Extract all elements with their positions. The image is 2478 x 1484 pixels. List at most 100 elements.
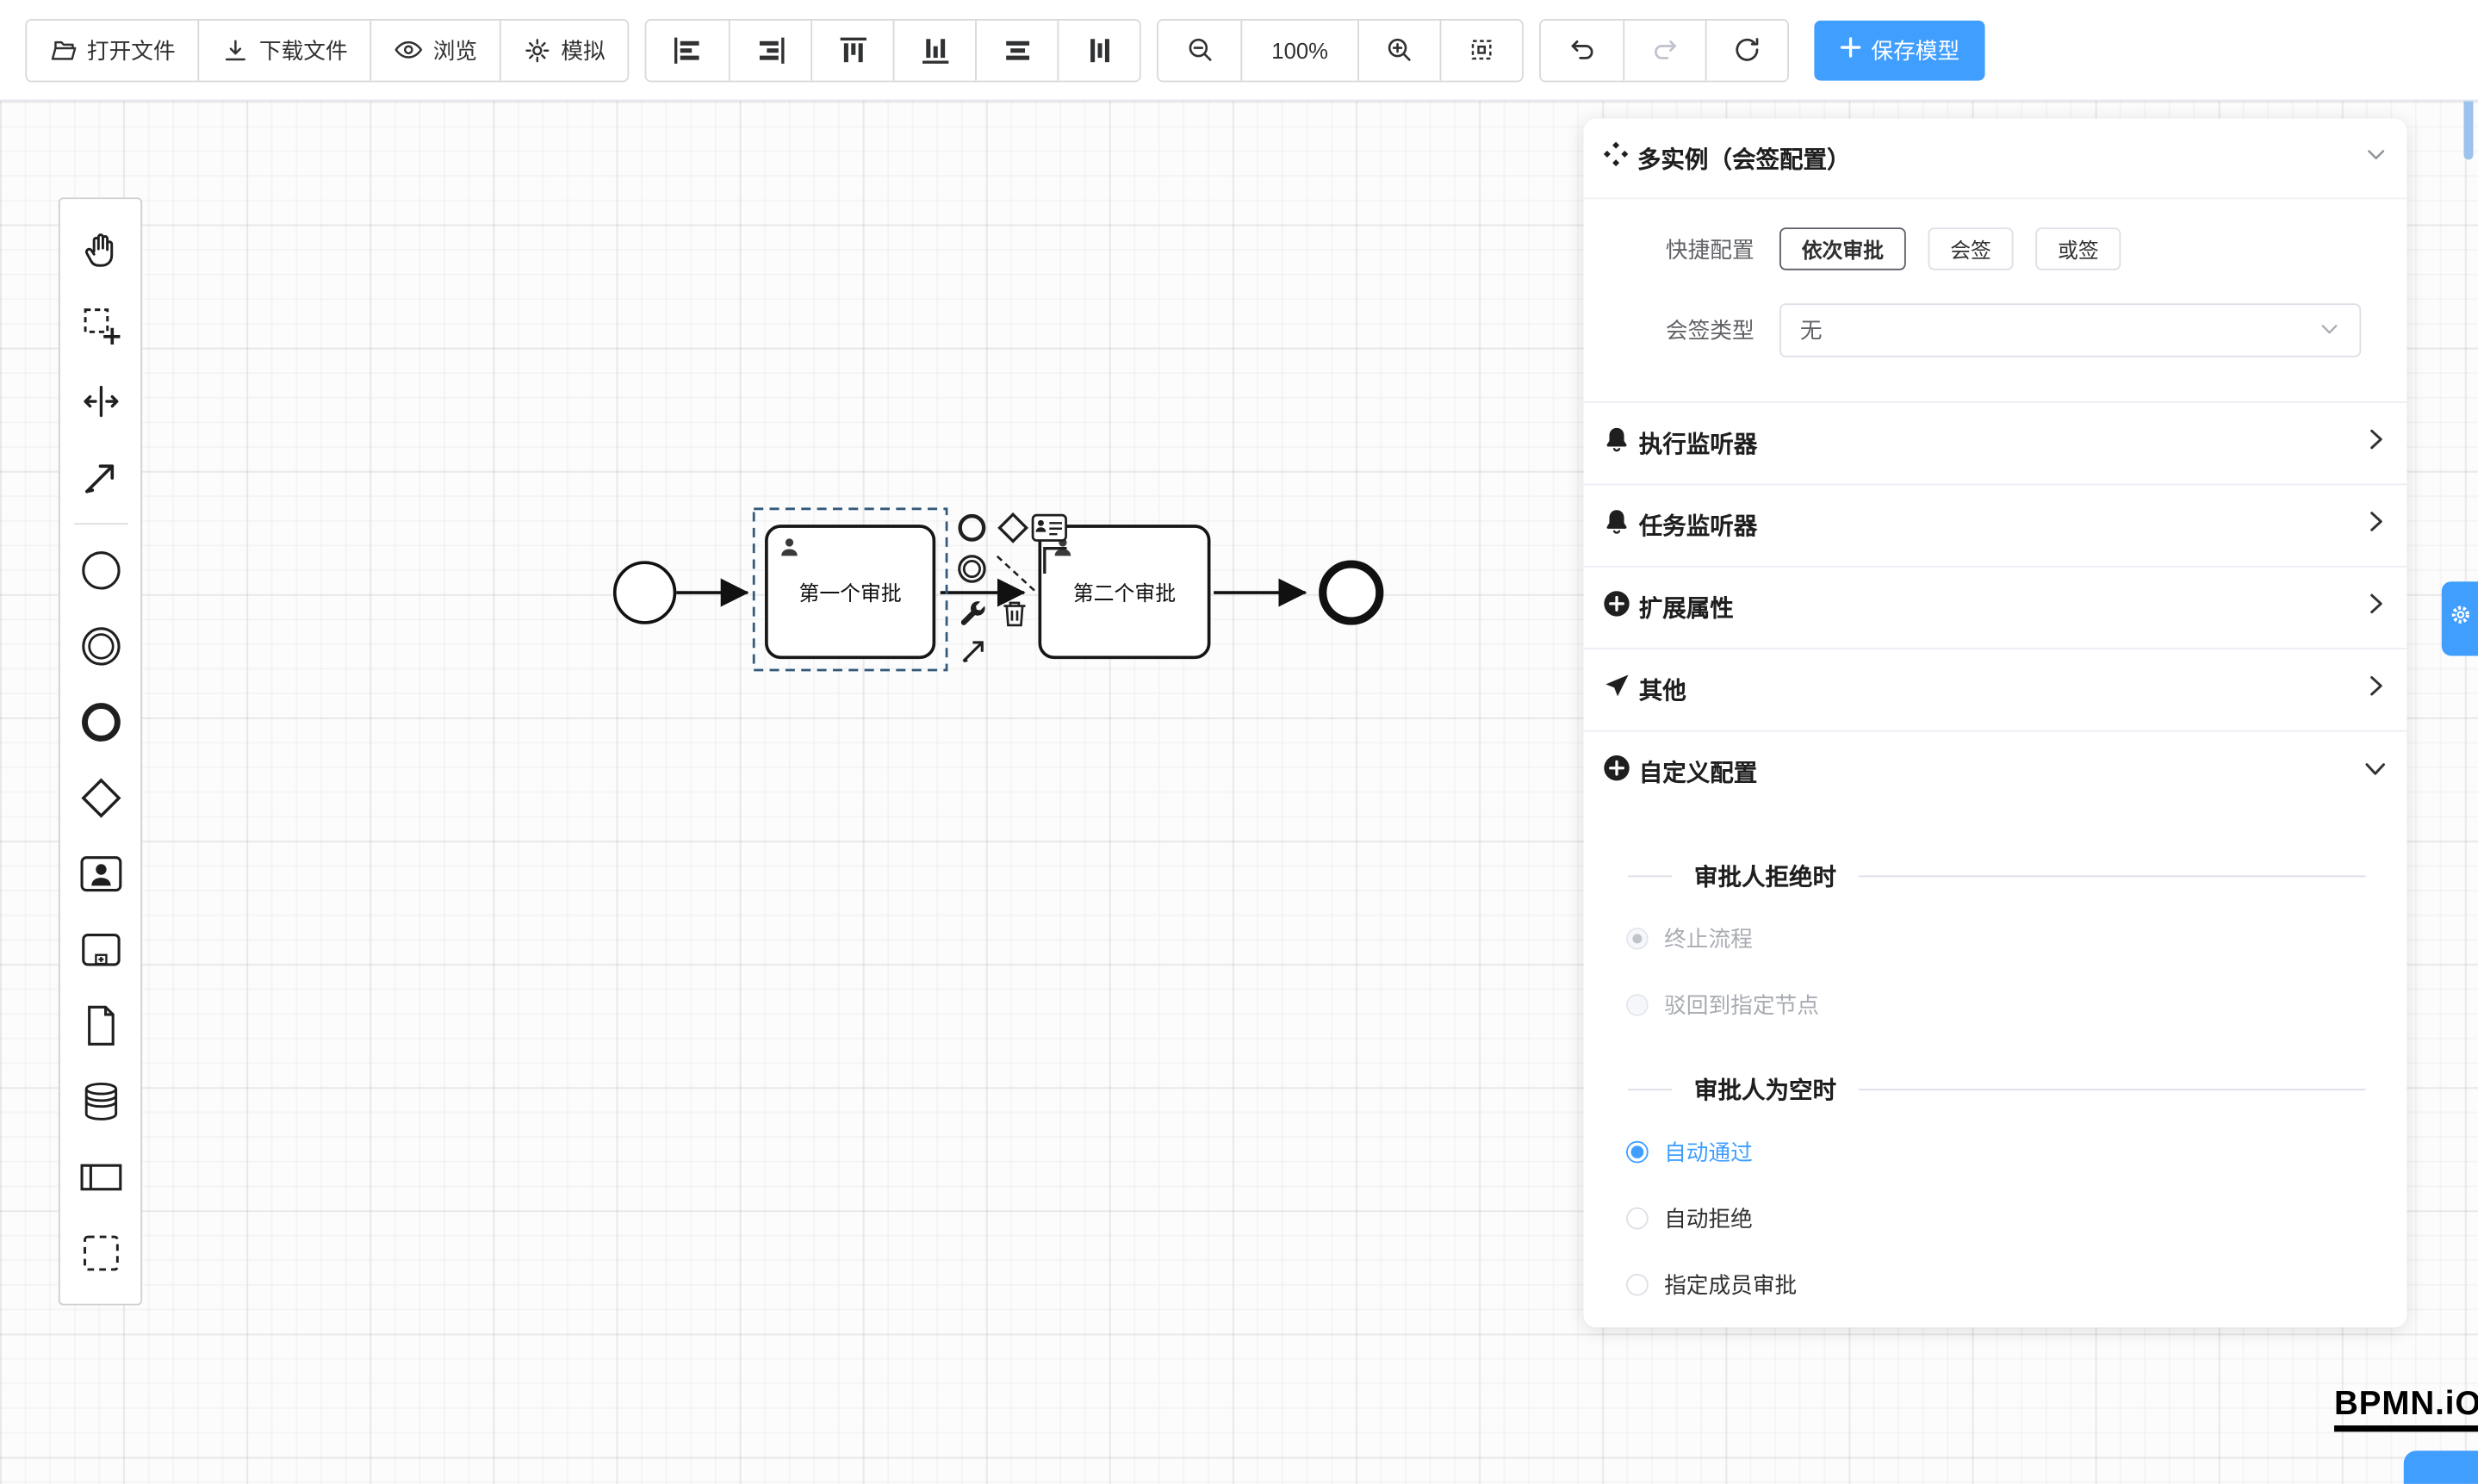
section-label: 执行监听器	[1638, 431, 1758, 459]
preview-button[interactable]: 浏览	[370, 19, 500, 80]
align-left-button[interactable]	[646, 19, 729, 80]
refresh-icon	[1732, 34, 1762, 65]
radio-auto-reject[interactable]: 自动拒绝	[1583, 1185, 2407, 1251]
append-intermediate-event-button[interactable]	[953, 553, 991, 591]
divider-line	[1858, 875, 2366, 878]
start-event-icon	[81, 551, 120, 590]
section-label: 其他	[1638, 678, 1686, 705]
divider-line	[1627, 1089, 1673, 1091]
distribute-horizontal-button[interactable]	[975, 19, 1058, 80]
distribute-horizontal-icon	[1000, 33, 1034, 67]
hand-tool[interactable]	[64, 212, 136, 288]
create-user-task[interactable]	[64, 836, 136, 912]
quick-option-orsign[interactable]: 或签	[2035, 227, 2121, 270]
quick-option-sequential[interactable]: 依次审批	[1779, 227, 1906, 270]
task-label: 第二个审批	[1072, 581, 1177, 605]
zoom-level-value: 100%	[1271, 37, 1328, 63]
intermediate-event-icon	[81, 627, 120, 666]
eye-icon	[394, 34, 424, 65]
start-event[interactable]	[612, 561, 677, 624]
save-model-label: 保存模型	[1871, 37, 1960, 63]
scrollbar-thumb[interactable]	[2463, 90, 2474, 160]
zoom-in-button[interactable]	[1357, 19, 1440, 80]
divider-line	[1627, 875, 1673, 878]
append-end-event-button[interactable]	[953, 512, 991, 550]
quick-option-countersign[interactable]: 会签	[1928, 227, 2014, 270]
create-subprocess[interactable]	[64, 912, 136, 988]
distribute-vertical-button[interactable]	[1057, 19, 1140, 80]
section-other[interactable]: 其他	[1583, 648, 2407, 730]
align-bottom-button[interactable]	[892, 19, 976, 80]
align-right-icon	[753, 33, 787, 67]
save-model-button[interactable]: 保存模型	[1814, 19, 1985, 80]
intermediate-event-icon	[954, 550, 989, 593]
create-intermediate-event[interactable]	[64, 608, 136, 684]
create-gateway[interactable]	[64, 761, 136, 836]
redo-button[interactable]	[1623, 19, 1705, 80]
chip-label: 或签	[2057, 239, 2099, 263]
simulate-button[interactable]: 模拟	[499, 19, 628, 80]
delete-button[interactable]	[996, 598, 1034, 636]
section-custom-config[interactable]: 自定义配置	[1583, 730, 2407, 812]
multi-instance-header[interactable]: 多实例（会签配置）	[1583, 119, 2407, 200]
corner-action-chip[interactable]	[2403, 1450, 2478, 1484]
download-file-button[interactable]: 下载文件	[197, 19, 370, 80]
create-file[interactable]	[64, 988, 136, 1064]
lasso-icon	[83, 308, 120, 345]
user-task-first-approval[interactable]: 第一个审批	[765, 525, 936, 660]
radio-auto-pass[interactable]: 自动通过	[1583, 1119, 2407, 1185]
append-text-annotation-button[interactable]	[1034, 543, 1071, 581]
chevron-right-icon	[2363, 509, 2388, 543]
align-left-icon	[670, 33, 705, 67]
bpmn-io-watermark[interactable]: BPMN.iO	[2334, 1386, 2478, 1432]
user-task-second-approval[interactable]: 第二个审批	[1038, 525, 1211, 660]
sign-type-select[interactable]: 无	[1779, 303, 2362, 357]
section-execution-listener[interactable]: 执行监听器	[1583, 401, 2407, 483]
user-task-person-icon	[778, 536, 802, 564]
create-data-store[interactable]	[64, 1064, 136, 1139]
create-start-event[interactable]	[64, 532, 136, 608]
properties-panel: 多实例（会签配置） 快捷配置 依次审批 会签 或签 会签类型 无 执行	[1583, 118, 2407, 1328]
radio-return-to-node[interactable]: 驳回到指定节点	[1583, 972, 2407, 1038]
change-type-button[interactable]	[953, 598, 991, 636]
gateway-icon	[996, 510, 1030, 553]
create-end-event[interactable]	[64, 684, 136, 760]
participant-icon	[79, 1164, 121, 1191]
fit-viewport-button[interactable]	[1439, 19, 1522, 80]
create-participant[interactable]	[64, 1139, 136, 1215]
quick-config-row: 快捷配置 依次审批 会签 或签	[1603, 227, 2388, 270]
align-top-button[interactable]	[810, 19, 893, 80]
create-group[interactable]	[64, 1215, 136, 1291]
download-icon	[221, 35, 250, 64]
restart-button[interactable]	[1705, 19, 1788, 80]
chevron-right-icon	[2363, 591, 2388, 624]
lasso-tool[interactable]	[64, 288, 136, 363]
append-task-button[interactable]	[1030, 512, 1068, 550]
radio-designated-member[interactable]: 指定成员审批	[1583, 1251, 2407, 1318]
end-event[interactable]	[1319, 560, 1384, 625]
trash-icon	[999, 597, 1031, 636]
open-file-button[interactable]: 打开文件	[27, 19, 198, 80]
section-label: 自定义配置	[1638, 760, 1758, 787]
selection-outline	[752, 507, 948, 672]
section-label: 任务监听器	[1638, 513, 1758, 541]
connect-tool-button[interactable]	[954, 636, 992, 674]
open-file-label: 打开文件	[86, 37, 176, 63]
chevron-down-icon[interactable]	[2364, 142, 2388, 174]
plus-circle-icon	[1603, 754, 1631, 790]
section-extended-properties[interactable]: 扩展属性	[1583, 565, 2407, 648]
radio-terminate-process[interactable]: 终止流程	[1583, 905, 2407, 972]
gear-icon	[523, 35, 551, 64]
align-right-button[interactable]	[728, 19, 811, 80]
settings-tab[interactable]	[2441, 581, 2478, 656]
zoom-out-button[interactable]	[1158, 19, 1241, 80]
quick-config-options: 依次审批 会签 或签	[1779, 227, 2121, 270]
section-task-listener[interactable]: 任务监听器	[1583, 483, 2407, 565]
hand-icon	[84, 233, 113, 267]
space-tool[interactable]	[64, 363, 136, 439]
undo-button[interactable]	[1540, 19, 1624, 80]
append-gateway-button[interactable]	[994, 510, 1032, 553]
data-store-icon	[84, 1082, 117, 1121]
gear-icon	[2449, 604, 2471, 634]
global-connect-tool[interactable]	[64, 439, 136, 515]
